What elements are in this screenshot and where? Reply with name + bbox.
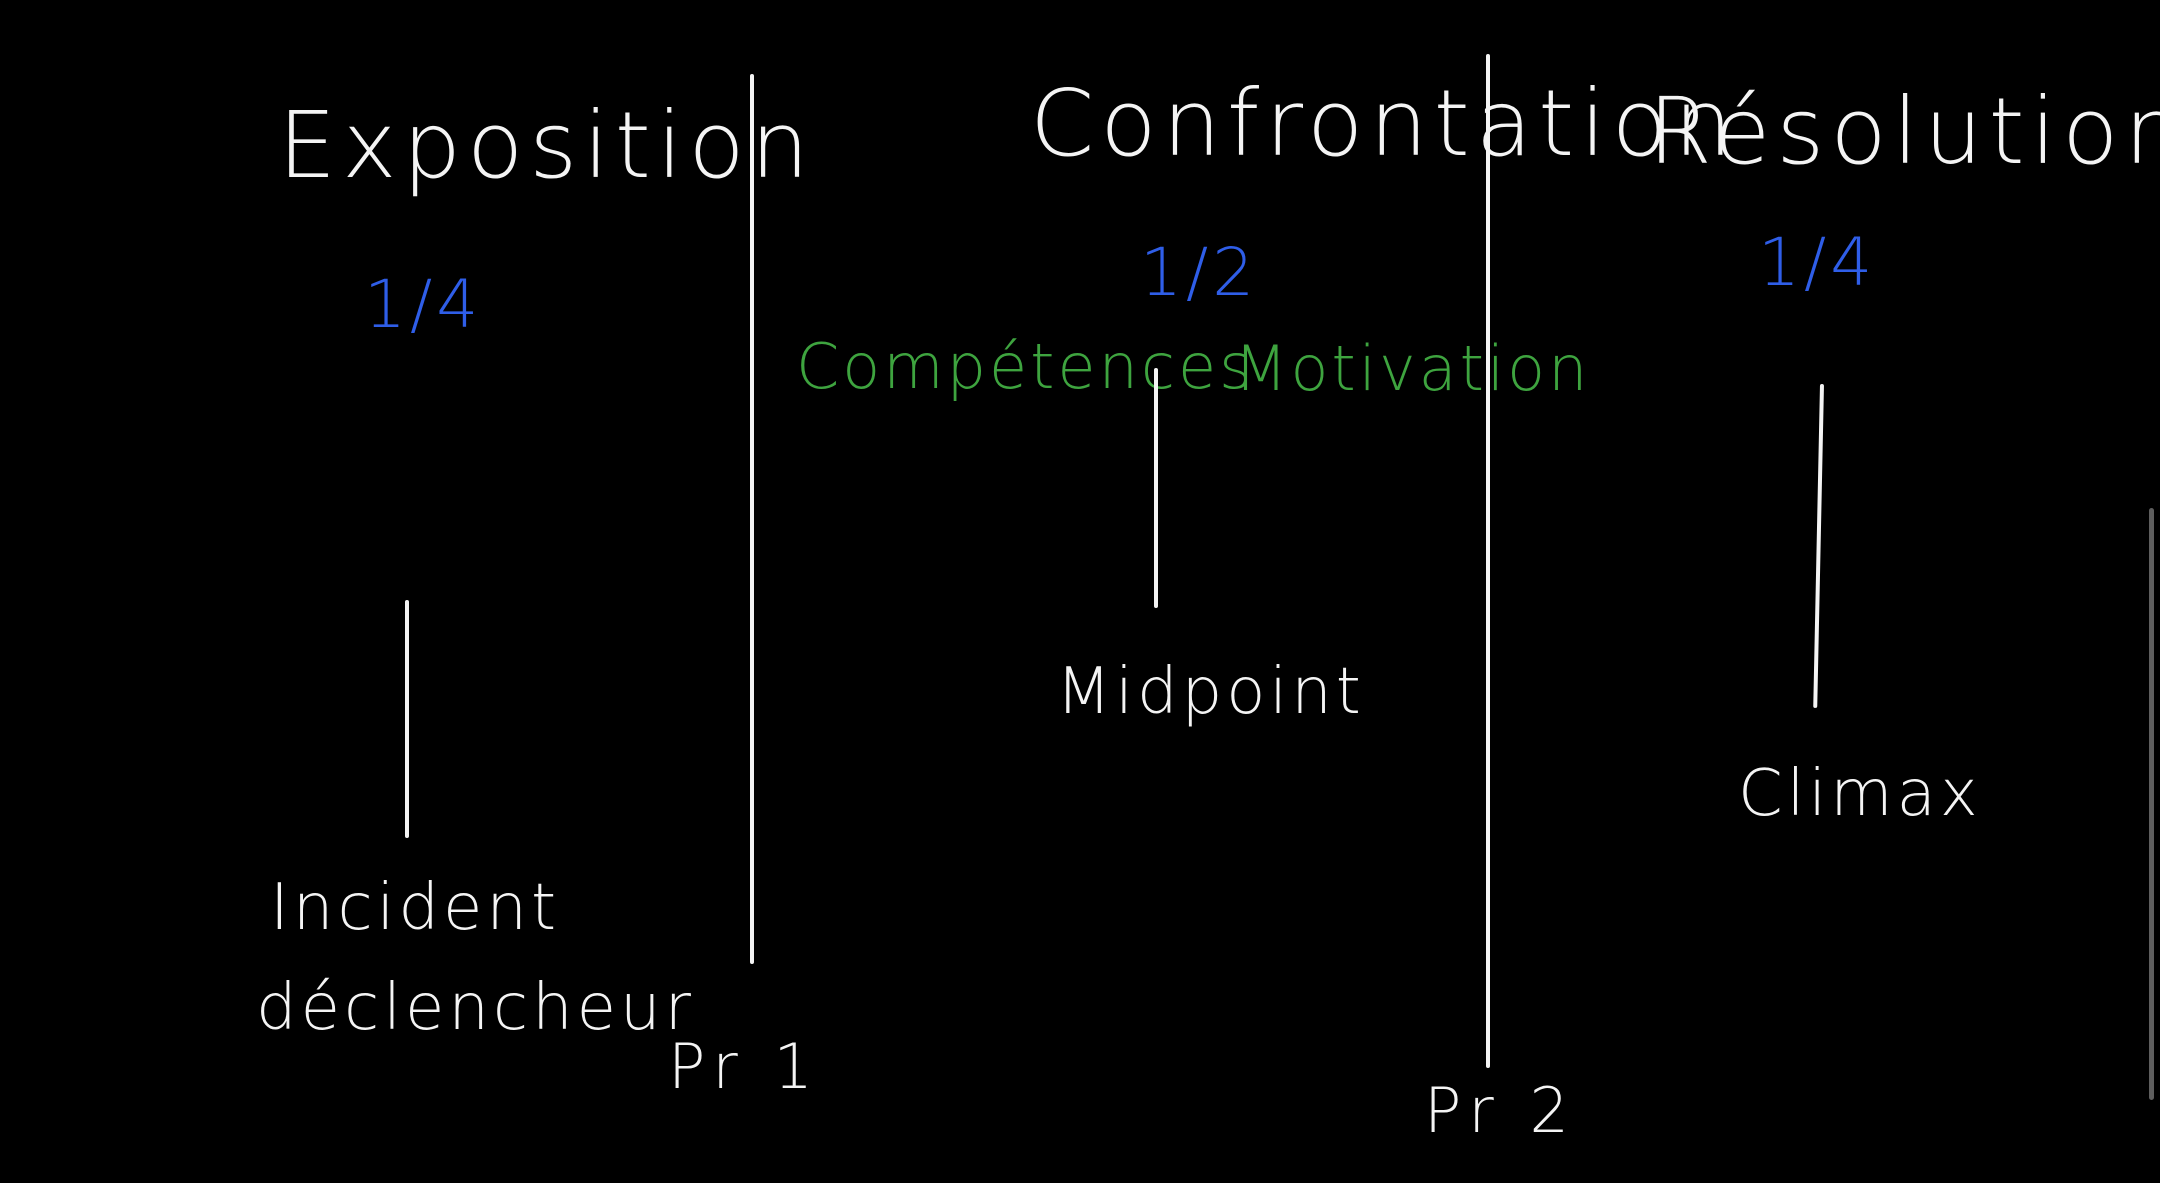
note-competences: Compétences: [796, 330, 1255, 403]
fraction-resolution: 1/4: [1758, 224, 1877, 301]
beat-incident-line2: déclencheur: [256, 971, 695, 1045]
beat-midpoint: Midpoint: [1056, 655, 1365, 729]
act-title-resolution: Résolution: [1648, 78, 2160, 185]
act-divider-2: [1486, 54, 1490, 1068]
tick-climax: [1813, 383, 1824, 708]
beat-incident-line1: Incident: [270, 871, 561, 945]
act-divider-1: [750, 74, 754, 964]
beat-climax: Climax: [1738, 757, 1982, 831]
fraction-confrontation: 1/2: [1140, 234, 1259, 311]
plot-point-2: Pr 2: [1424, 1074, 1577, 1147]
plot-point-1: Pr 1: [668, 1030, 821, 1103]
tick-midpoint: [1154, 368, 1158, 608]
vertical-scrollbar[interactable]: [2149, 508, 2154, 1100]
fraction-exposition: 1/4: [364, 266, 483, 343]
tick-incident: [405, 600, 409, 838]
act-title-confrontation: Confrontation: [1030, 70, 1739, 177]
note-motivation: Motivation: [1234, 332, 1591, 405]
act-title-exposition: Exposition: [278, 92, 815, 199]
